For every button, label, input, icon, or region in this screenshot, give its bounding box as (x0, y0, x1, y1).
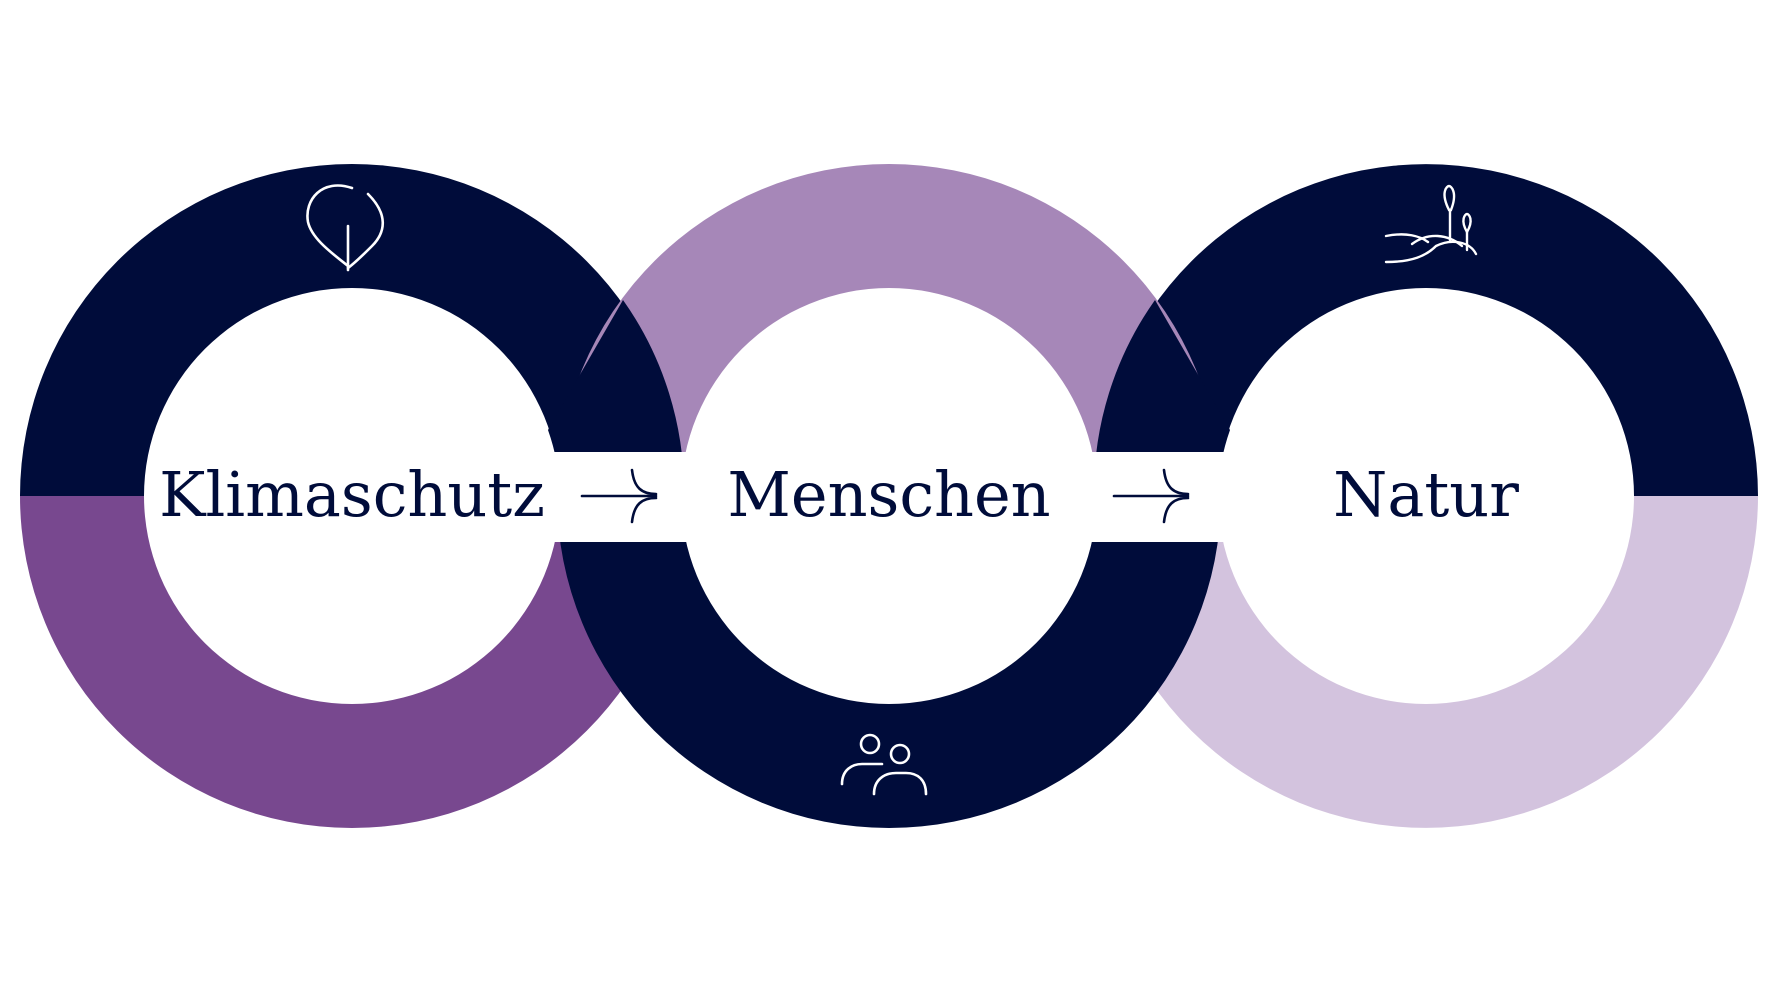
ring-klimaschutz-top-half (20, 164, 684, 496)
ring-natur (1094, 164, 1758, 828)
ring-klimaschutz-overlap (548, 300, 685, 496)
leaf-icon (306, 184, 384, 272)
ring-klimaschutz (20, 164, 684, 828)
label-band (150, 452, 1628, 542)
merge-arrow-icon (1112, 468, 1190, 524)
merge-arrow-icon (580, 468, 658, 524)
label-klimaschutz: Klimaschutz (159, 458, 545, 531)
label-menschen: Menschen (727, 458, 1050, 531)
people-icon (840, 733, 928, 796)
ring-menschen-bottom-half (557, 496, 1221, 828)
label-natur: Natur (1333, 458, 1519, 531)
ring-natur-bottom-half (1094, 496, 1758, 828)
ring-natur-top-half (1094, 164, 1758, 496)
ring-menschen (557, 164, 1221, 828)
ring-menschen-top-half (557, 164, 1221, 496)
ring-klimaschutz-bottom-half (20, 496, 684, 828)
ring-natur-overlap (1093, 300, 1230, 496)
landscape-trees-icon (1384, 184, 1478, 264)
